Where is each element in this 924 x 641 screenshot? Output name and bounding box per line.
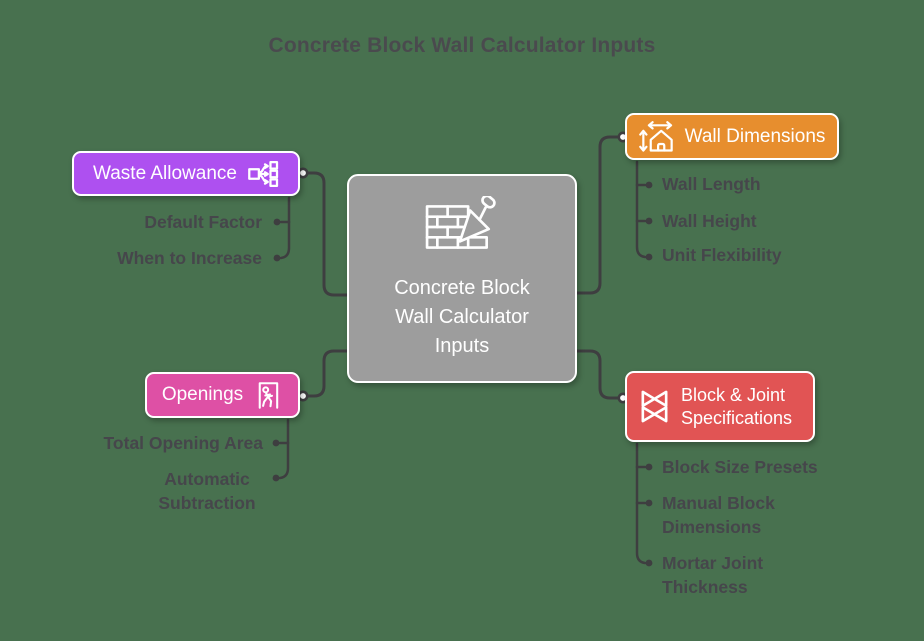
diagram-title: Concrete Block Wall Calculator Inputs bbox=[268, 34, 656, 57]
bowtie-blocks-icon bbox=[637, 389, 672, 424]
connector-center-to-blockjoint bbox=[575, 349, 621, 400]
child-automatic-subtraction: Automatic Subtraction bbox=[158, 469, 256, 513]
house-dimensions-icon bbox=[638, 120, 676, 153]
connector-center-to-walldim bbox=[575, 135, 621, 295]
branch-node-wall-dimensions: Wall Dimensions bbox=[625, 113, 839, 160]
child-block-size-presets: Block Size Presets bbox=[662, 457, 818, 477]
openings-label: Openings bbox=[161, 384, 244, 405]
child-total-opening-area: Total Opening Area bbox=[103, 433, 263, 453]
waste-allowance-label: Waste Allowance bbox=[93, 162, 237, 184]
trunk-waste bbox=[279, 196, 291, 260]
branch-node-block-joint: Block & Joint Specifications bbox=[625, 371, 815, 442]
anchor-waste bbox=[297, 167, 309, 179]
child-wall-length: Wall Length bbox=[662, 174, 761, 194]
connector-waste-to-center bbox=[305, 171, 349, 297]
trunk-blockjoint bbox=[635, 442, 647, 565]
child-unit-flexibility: Unit Flexibility bbox=[662, 245, 782, 265]
bullet-block-presets bbox=[645, 463, 653, 471]
bullet-default-factor bbox=[273, 218, 281, 226]
bullet-total-opening bbox=[272, 439, 280, 447]
bullet-wall-height bbox=[645, 217, 653, 225]
trunk-walldim bbox=[635, 160, 647, 259]
child-default-factor: Default Factor bbox=[144, 212, 262, 232]
anchor-openings bbox=[297, 390, 309, 402]
bullet-unit-flexibility bbox=[645, 253, 653, 261]
bullet-automatic-subtraction bbox=[272, 474, 280, 482]
bullet-manual-block bbox=[645, 499, 653, 507]
wall-dimensions-label: Wall Dimensions bbox=[684, 125, 826, 147]
center-node: Concrete Block Wall Calculator Inputs bbox=[347, 174, 577, 383]
child-wall-height: Wall Height bbox=[662, 211, 757, 231]
bullet-when-to-increase bbox=[273, 254, 281, 262]
connector-openings-to-center bbox=[305, 349, 349, 398]
branch-node-openings: Openings bbox=[145, 372, 300, 418]
branch-node-waste-allowance: Waste Allowance bbox=[72, 151, 300, 196]
child-mortar-joint-thickness: Mortar Joint Thickness bbox=[662, 553, 764, 597]
bullet-wall-length bbox=[645, 181, 653, 189]
door-exit-icon bbox=[252, 380, 283, 411]
split-arrows-icon bbox=[247, 158, 279, 190]
child-when-to-increase: When to Increase bbox=[117, 248, 262, 268]
bullet-mortar-joint bbox=[645, 559, 653, 567]
center-node-label: Concrete Block Wall Calculator Inputs bbox=[394, 277, 530, 357]
block-joint-label: Block & Joint Specifications bbox=[681, 384, 793, 428]
child-manual-block-dimensions: Manual Block Dimensions bbox=[662, 493, 775, 537]
brick-trowel-icon bbox=[425, 196, 499, 258]
trunk-openings bbox=[278, 418, 290, 480]
